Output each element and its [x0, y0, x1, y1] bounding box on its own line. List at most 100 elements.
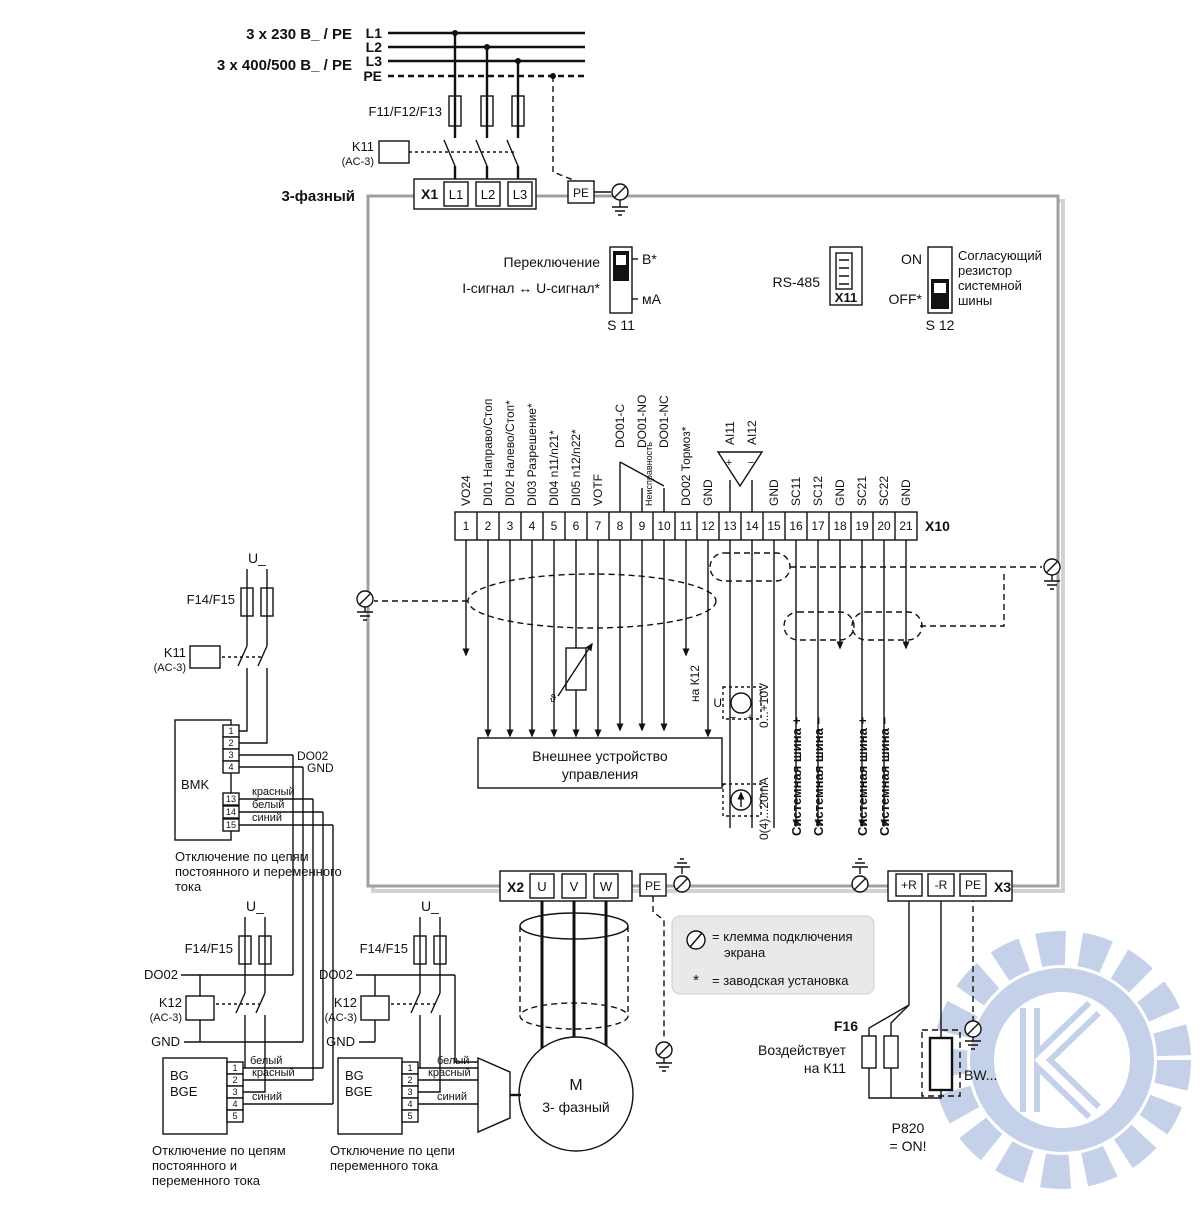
x2-w: W	[600, 879, 613, 894]
system-bus-labels: Системная шина + Системная шина − Систем…	[789, 717, 892, 836]
voltage-source-label: U	[713, 696, 722, 710]
bmk-section: U_ F14/F15 K11 (AC-3) BMK 1 2 3 4 13 14 …	[154, 550, 342, 894]
x3-brake-section: +R -R PE X3 F16 Воздействует на К11 BW..…	[758, 858, 1013, 1154]
blockB-bg: BG	[345, 1068, 364, 1083]
fuse-f16-a	[861, 1035, 877, 1069]
blockA-caption-1: Отключение по цепям	[152, 1143, 286, 1158]
signal-label: SC21	[855, 476, 869, 506]
motor-label: М	[569, 1077, 582, 1094]
bmk-module	[174, 719, 232, 841]
fuses-label: F11/F12/F13	[369, 104, 442, 119]
bmk-k11-label: K11	[164, 645, 186, 660]
x3-pe: PE	[965, 878, 981, 892]
bg-terminal: 3	[407, 1087, 412, 1097]
pot-symbol: ϑ	[550, 693, 556, 705]
blockB-do02: DO02	[319, 967, 353, 982]
wire-white-label: белый	[437, 1055, 469, 1067]
sysbus-minus-label: Системная шина −	[877, 717, 892, 836]
phase-wires	[453, 33, 520, 138]
x10-name: X10	[925, 518, 950, 534]
bg-terminal: 2	[407, 1075, 412, 1085]
bmk-k11-sub: (AC-3)	[154, 662, 186, 674]
wire-red-label: красный	[252, 1067, 295, 1079]
bmk-gnd-label: GND	[307, 761, 334, 775]
bmk-terminal: 2	[228, 738, 233, 748]
s11-title: Переключение	[504, 254, 601, 270]
k11-coil-bmk	[189, 645, 221, 669]
signal-label: AI11	[723, 421, 737, 445]
x2-output-section: X2 U V W PE М 3- фазный	[499, 858, 691, 1152]
bmk-caption-1: Отключение по цепям	[175, 849, 309, 864]
x10-terminal-number: 21	[899, 519, 913, 533]
signal-label: VOTF	[591, 474, 605, 506]
s12-desc-3: системной	[958, 278, 1022, 293]
fuse-f11	[448, 95, 462, 127]
x10-terminal-number: 14	[745, 519, 759, 533]
x1-l2: L2	[481, 187, 495, 202]
mains-voltage-400: 3 x 400/500 В_ / PE	[217, 57, 352, 74]
bmk-terminal: 13	[226, 794, 236, 804]
x10-terminal-number: 11	[680, 519, 693, 533]
s12-desc-2: резистор	[958, 263, 1012, 278]
signal-label: GND	[833, 479, 847, 506]
s12-off: OFF*	[889, 291, 923, 307]
bmk-terminal: 3	[228, 750, 233, 760]
motor-connector	[477, 1056, 511, 1134]
analog-input-opamp: + −	[716, 451, 764, 512]
to-k12-label: на К12	[688, 665, 702, 702]
signal-label: SC12	[811, 476, 825, 506]
x10-terminal-number: 9	[639, 519, 646, 533]
signal-label: DO02 Тормоз*	[679, 426, 693, 506]
voltage-source: U − +	[713, 686, 762, 724]
pe-terminal-label: PE	[573, 186, 589, 200]
x10-signal-labels: VO24 DI01 Направо/Стоп DI02 Налево/Стоп*…	[459, 395, 913, 506]
blockB-caption-1: Отключение по цепи	[330, 1143, 455, 1158]
x10-terminal-number: 8	[617, 519, 624, 533]
x10-terminal-number: 13	[723, 519, 737, 533]
signal-label: DI04 n11/n21*	[547, 430, 561, 506]
pe-screen-clamp-ground	[594, 183, 629, 216]
bw-resistor	[928, 1036, 954, 1092]
three-phase-label: 3-фазный	[281, 188, 355, 205]
x10-terminal-number: 17	[811, 519, 825, 533]
x10-terminal-number: 1	[463, 519, 470, 533]
s12-desc-4: шины	[958, 293, 992, 308]
mains-voltage-230: 3 x 230 В_ / PE	[246, 26, 352, 43]
bg-terminal: 4	[232, 1099, 237, 1109]
x1-label: X1	[421, 186, 438, 202]
brake-block-a: U_ F14/F15 K12 (AC-3) DO02 GND BG BGE 1 …	[144, 898, 333, 1188]
affects-label-1: Воздействует	[758, 1042, 847, 1058]
bmk-supply-label: U_	[248, 550, 266, 566]
bmk-terminal: 4	[228, 762, 233, 772]
s11-name: S 11	[607, 317, 635, 333]
blockA-k12-sub: (AC-3)	[150, 1012, 182, 1024]
blockB-gnd: GND	[326, 1034, 355, 1049]
legend: = клемма подключения экрана * = заводска…	[671, 915, 875, 995]
blockB-k12-sub: (AC-3)	[325, 1012, 357, 1024]
s12-desc-1: Согласующий	[958, 248, 1042, 263]
affects-label-2: на К11	[804, 1060, 846, 1076]
f16-label: F16	[834, 1018, 858, 1034]
sysbus-minus-label: Системная шина −	[811, 717, 826, 836]
opamp-minus: −	[748, 457, 754, 469]
bw-label: BW...	[964, 1067, 997, 1083]
bmk-fuses-label: F14/F15	[187, 592, 235, 607]
sysbus-plus-label: Системная шина +	[789, 717, 804, 836]
wire-blue-label: синий	[437, 1091, 467, 1103]
do01-relay-symbol	[619, 461, 665, 512]
wire-blue-label: синий	[252, 1091, 282, 1103]
current-source	[722, 783, 762, 817]
legend-shield-2: экрана	[724, 945, 766, 960]
x10-terminal-number: 7	[595, 519, 602, 533]
right-screen-clamp	[1043, 558, 1061, 590]
x3-minus-r: -R	[935, 878, 948, 892]
voltage-range-label: 0...+10V	[757, 683, 771, 728]
wire-white-label: белый	[250, 1055, 282, 1067]
signal-label: GND	[899, 479, 913, 506]
blockB-k12: K12	[334, 995, 357, 1010]
opamp-plus: +	[726, 457, 732, 469]
line-l2-label: L2	[366, 39, 383, 55]
signal-label: SC11	[789, 477, 803, 506]
bmk-caption-2: постоянного и переменного	[175, 864, 342, 879]
blockA-do02: DO02	[144, 967, 178, 982]
